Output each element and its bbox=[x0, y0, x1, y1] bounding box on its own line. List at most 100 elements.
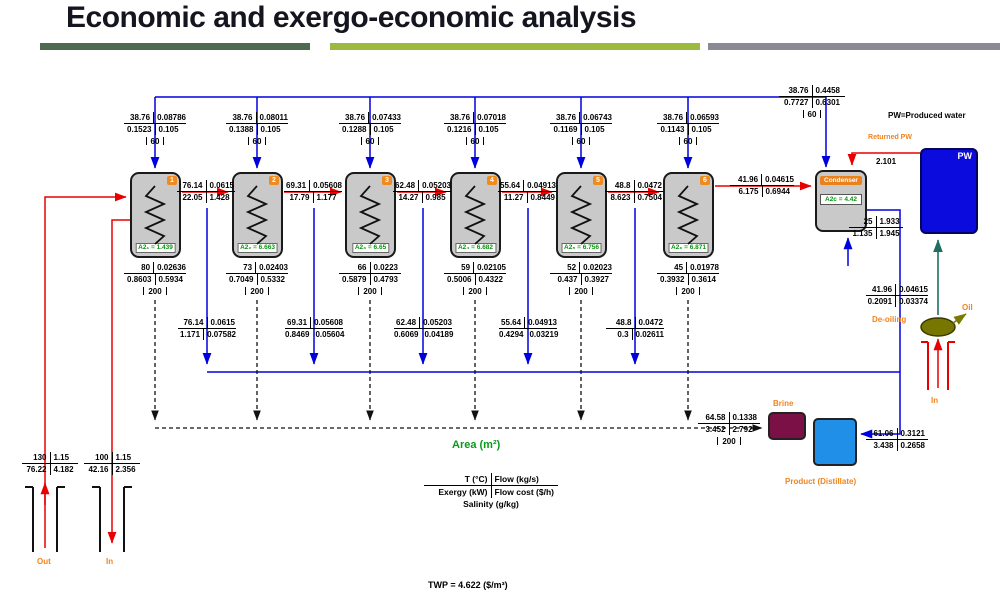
stream-cost: 2.356 bbox=[115, 465, 136, 474]
stream-salinity-value: 200 bbox=[250, 286, 264, 296]
stream-temperature: 66 bbox=[357, 263, 367, 272]
stream-salinity-value: 60 bbox=[150, 136, 160, 146]
stream-temperature: 38.76 bbox=[130, 113, 151, 122]
salinity-tick bbox=[698, 287, 700, 295]
stream-exergy: 0.5006 bbox=[447, 275, 472, 284]
stream-divider bbox=[421, 192, 423, 203]
effect-6-number: 6 bbox=[700, 176, 710, 185]
stream-salinity-value: 60 bbox=[365, 136, 375, 146]
stream-cost: 0.2658 bbox=[900, 441, 925, 450]
stream-cost: 0.105 bbox=[260, 125, 281, 134]
legend-rule bbox=[424, 485, 558, 486]
stream-exergy: 0.1143 bbox=[660, 125, 685, 134]
stream-exergy: 0.7049 bbox=[229, 275, 254, 284]
stream-divider bbox=[111, 452, 113, 463]
stream-temperature: 38.76 bbox=[450, 113, 471, 122]
stream-divider bbox=[205, 180, 207, 191]
stream-flow: 0.04913 bbox=[527, 181, 556, 190]
stream-temperature: 38.76 bbox=[788, 86, 809, 95]
salinity-tick bbox=[717, 437, 719, 445]
stream-flow: 0.05203 bbox=[422, 181, 451, 190]
produced-water-tank-label: PW bbox=[957, 151, 973, 161]
stream-temperature: 61.06 bbox=[873, 429, 894, 438]
stream-divider bbox=[631, 329, 633, 340]
stream-salinity: 60 bbox=[124, 135, 186, 147]
stream-temperature: 38.76 bbox=[232, 113, 253, 122]
stream-flow: 0.4458 bbox=[815, 86, 840, 95]
stream-cost: 0.5332 bbox=[260, 275, 285, 284]
stream-cost: 0.03374 bbox=[899, 297, 928, 306]
stream-salinity: 60 bbox=[339, 135, 401, 147]
stream-cost: 0.04189 bbox=[424, 330, 454, 339]
stream-cost: 0.105 bbox=[478, 125, 499, 134]
stream-cost: 0.985 bbox=[425, 193, 446, 202]
stream-divider bbox=[418, 180, 420, 191]
stream-salinity: 200 bbox=[124, 285, 186, 297]
stream-row-top: 62.48 0.05203 bbox=[394, 317, 452, 328]
stream-divider bbox=[310, 317, 312, 328]
stream-cost: 1.428 bbox=[209, 193, 230, 202]
stream-divider bbox=[896, 428, 898, 439]
stream-exergy: 0.5879 bbox=[342, 275, 367, 284]
stream-divider bbox=[255, 112, 257, 123]
stream-divider bbox=[811, 97, 813, 108]
salinity-tick bbox=[463, 287, 465, 295]
salinity-tick bbox=[245, 287, 247, 295]
stream-temperature: 41.96 bbox=[872, 285, 893, 294]
stream-cost: 4.182 bbox=[53, 465, 74, 474]
stream-cost: 0.3614 bbox=[691, 275, 716, 284]
stream-cost: 2.792 bbox=[732, 425, 753, 434]
stream-flow: 0.0615 bbox=[209, 181, 234, 190]
stream-flow: 0.05203 bbox=[423, 318, 452, 327]
stream-divider bbox=[580, 274, 582, 285]
legend-temp: T (°C) bbox=[464, 474, 488, 484]
stream-divider bbox=[579, 262, 581, 273]
oil-outlet-line bbox=[952, 313, 967, 325]
stream-temperature: 62.48 bbox=[396, 318, 417, 327]
stream-cost: 0.07582 bbox=[207, 330, 236, 339]
stream-divider bbox=[633, 192, 635, 203]
stream-exergy: 8.623 bbox=[610, 193, 631, 202]
salinity-tick bbox=[163, 137, 165, 145]
stream-salinity-value: 200 bbox=[681, 286, 695, 296]
stream-rule bbox=[550, 273, 612, 274]
condenser: Condenser A2c = 4.42 bbox=[815, 170, 867, 232]
title-underline-light-green bbox=[330, 43, 700, 50]
stream-row-top: 61.06 0.3121 bbox=[866, 428, 928, 439]
stream-rule bbox=[657, 273, 719, 274]
stream-rule bbox=[124, 123, 186, 124]
stream-rule bbox=[866, 295, 928, 296]
stream-rule bbox=[730, 185, 794, 186]
stream-divider bbox=[369, 274, 371, 285]
product-tank bbox=[813, 418, 857, 466]
stream-flow: 0.3121 bbox=[900, 429, 925, 438]
stream-rule bbox=[124, 273, 186, 274]
produced-water-tank: PW bbox=[920, 148, 978, 234]
stream-cost: 1.945 bbox=[879, 229, 900, 238]
stream-divider bbox=[153, 112, 155, 123]
